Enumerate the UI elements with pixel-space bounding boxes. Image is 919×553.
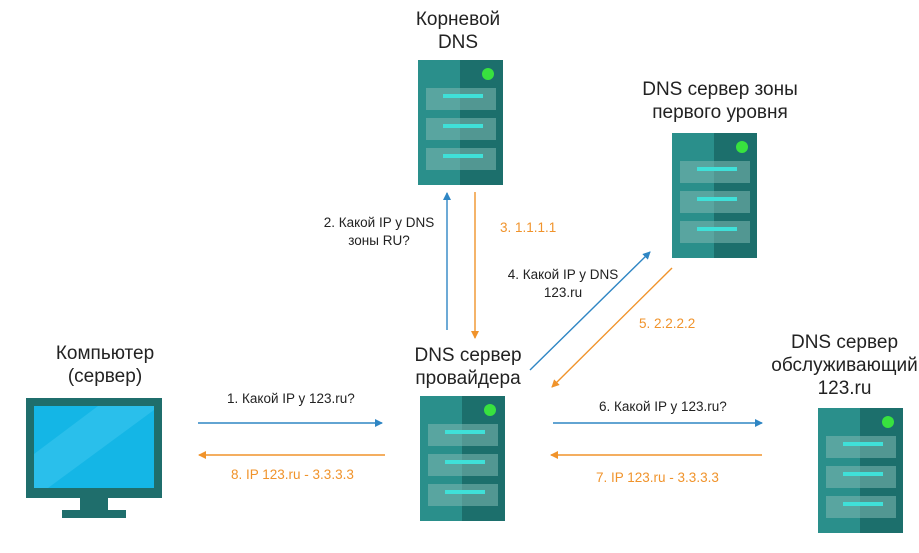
tld-dns-server-icon — [672, 133, 757, 263]
message-3-label: 3. 1.1.1.1 — [500, 220, 557, 235]
tld-dns-label: DNS сервер зоны первого уровня — [642, 79, 798, 123]
message-2-label: 2. Какой IP у DNS зоны RU? — [323, 215, 435, 248]
arrow-5-response — [551, 267, 673, 388]
computer-monitor-icon — [26, 398, 164, 525]
provider-dns-label: DNS сервер провайдера — [414, 345, 522, 389]
message-4-label: 4. Какой IP у DNS 123.ru — [507, 267, 619, 300]
arrow-4-request — [529, 251, 651, 371]
authoritative-dns-server-icon — [818, 408, 903, 538]
root-dns-label: Корневой DNS — [415, 9, 501, 53]
message-6-label: 6. Какой IP у 123.ru? — [599, 399, 727, 414]
message-7-label: 7. IP 123.ru - 3.3.3.3 — [596, 470, 719, 485]
root-dns-server-icon — [418, 60, 503, 190]
provider-dns-server-icon — [420, 396, 505, 526]
authoritative-dns-label: DNS сервер обслуживающий 123.ru — [771, 332, 918, 399]
computer-label: Компьютер (сервер) — [55, 343, 155, 387]
message-1-label: 1. Какой IP у 123.ru? — [227, 391, 355, 406]
message-5-label: 5. 2.2.2.2 — [639, 316, 696, 331]
message-8-label: 8. IP 123.ru - 3.3.3.3 — [231, 467, 354, 482]
